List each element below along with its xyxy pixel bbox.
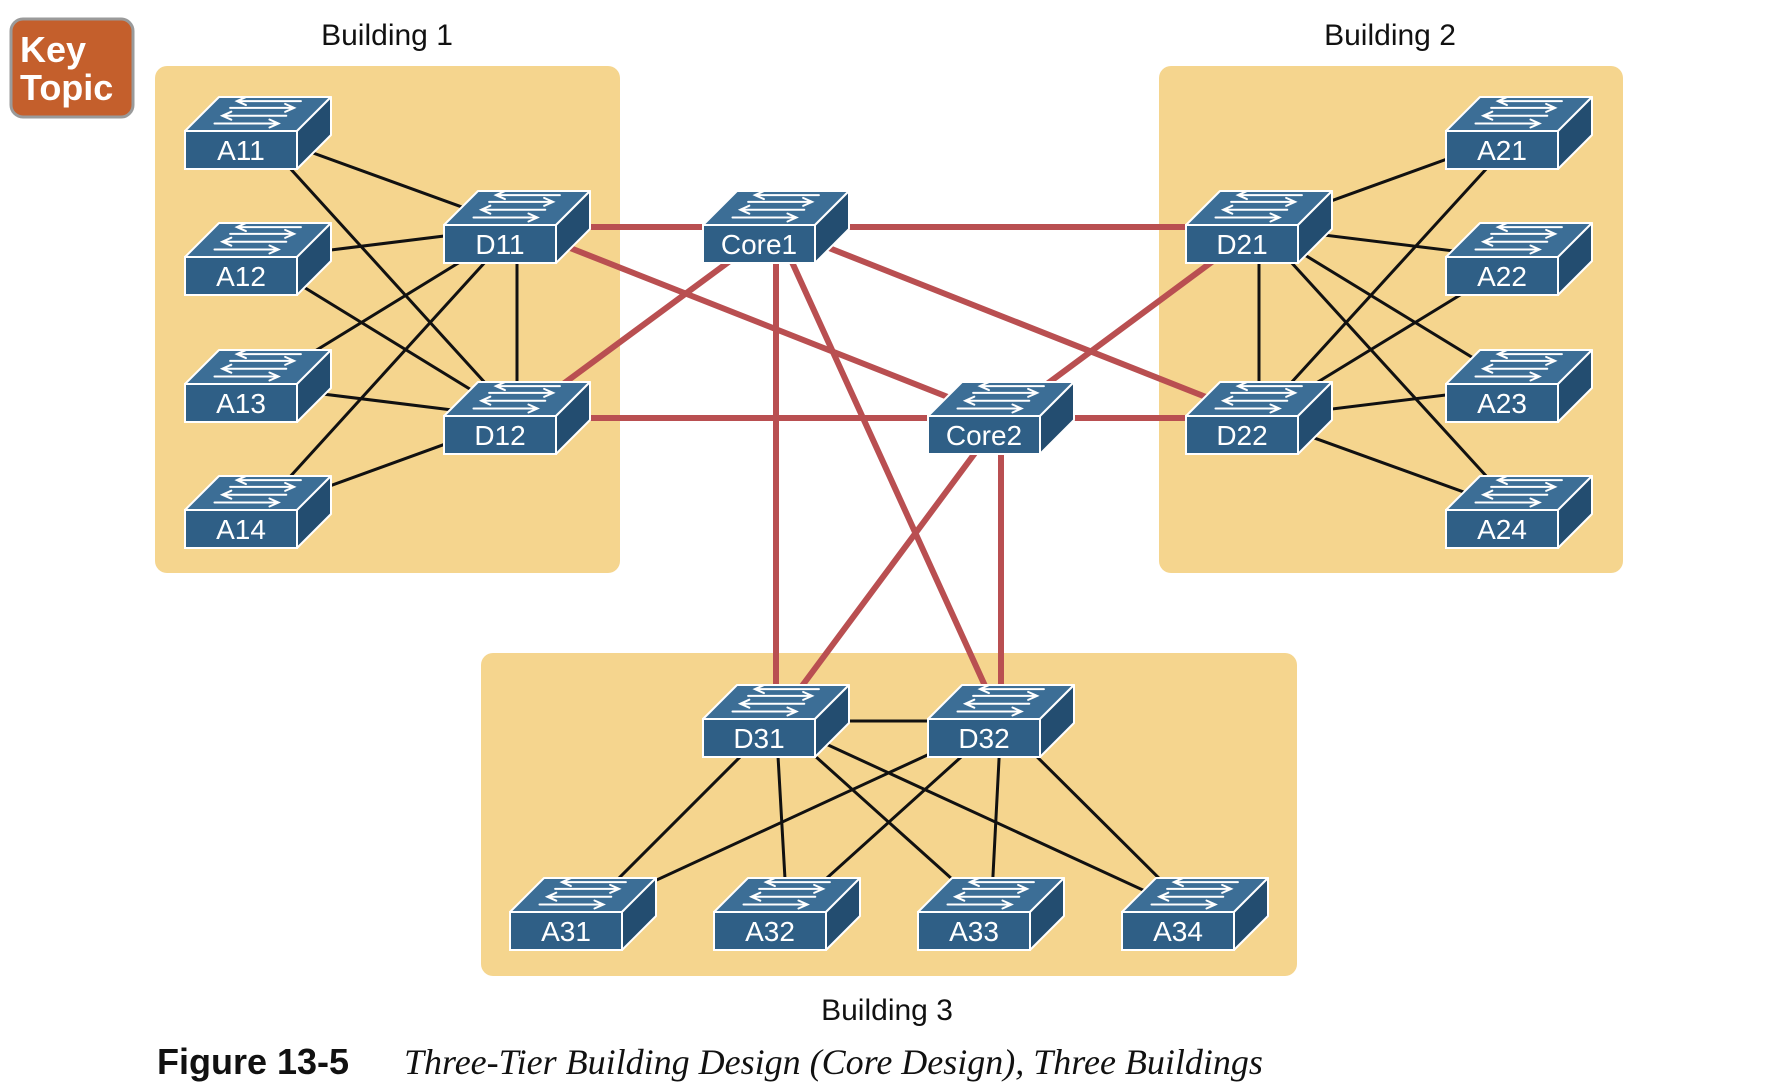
switch-icon <box>184 96 332 170</box>
switch-a11[interactable]: A11 <box>184 96 332 170</box>
core-link-core2-d11 <box>514 224 1004 421</box>
switch-label-a34: A34 <box>1153 916 1203 947</box>
switch-label-d21: D21 <box>1216 229 1267 260</box>
access-link-a14-d11 <box>256 225 519 514</box>
switch-d21[interactable]: D21 <box>1185 190 1333 264</box>
switch-a12[interactable]: A12 <box>184 222 332 296</box>
switch-icon <box>1445 96 1593 170</box>
figure-title: Three-Tier Building Design (Core Design)… <box>404 1042 1263 1082</box>
access-link-a34-d31 <box>774 719 1197 916</box>
building-2-title: Building 2 <box>1324 19 1456 52</box>
switch-label-a23: A23 <box>1477 388 1527 419</box>
figure-caption: Figure 13-5 Three-Tier Building Design (… <box>157 1041 1263 1082</box>
access-link-a24-d21 <box>1257 225 1521 514</box>
building-3-area <box>481 653 1297 976</box>
switch-a21[interactable]: A21 <box>1445 96 1593 170</box>
core-link-core2-d31 <box>773 415 1004 724</box>
switch-d11[interactable]: D11 <box>443 190 591 264</box>
switch-icon <box>713 877 861 951</box>
access-link-a21-d22 <box>1257 131 1521 420</box>
switch-icon <box>927 684 1075 758</box>
switch-core2[interactable]: Core2 <box>927 381 1075 455</box>
switch-a13[interactable]: A13 <box>184 349 332 423</box>
switch-a22[interactable]: A22 <box>1445 222 1593 296</box>
switch-icon <box>1445 475 1593 549</box>
switch-d31[interactable]: D31 <box>702 684 850 758</box>
switch-icon <box>443 190 591 264</box>
switch-label-a14: A14 <box>216 514 266 545</box>
building-1-title: Building 1 <box>321 19 453 52</box>
switch-a34[interactable]: A34 <box>1121 877 1269 951</box>
switch-icon <box>184 475 332 549</box>
switch-d22[interactable]: D22 <box>1185 381 1333 455</box>
switch-label-d31: D31 <box>733 723 784 754</box>
key-topic-line2: Topic <box>20 67 113 108</box>
key-topic-badge-background <box>9 17 135 119</box>
switch-a31[interactable]: A31 <box>509 877 657 951</box>
switch-a14[interactable]: A14 <box>184 475 332 549</box>
key-topic-line1: Key <box>20 29 86 70</box>
switch-label-a24: A24 <box>1477 514 1527 545</box>
switch-label-a21: A21 <box>1477 135 1527 166</box>
switch-icon <box>1121 877 1269 951</box>
switch-icon <box>927 381 1075 455</box>
switch-icon <box>1185 190 1333 264</box>
switch-label-a22: A22 <box>1477 261 1527 292</box>
switch-label-a11: A11 <box>217 135 265 166</box>
switch-icon <box>1445 222 1593 296</box>
switch-icon <box>184 349 332 423</box>
switch-a23[interactable]: A23 <box>1445 349 1593 423</box>
switch-d12[interactable]: D12 <box>443 381 591 455</box>
core-link-core1-d22 <box>773 224 1262 421</box>
switch-label-a31: A31 <box>541 916 591 947</box>
switch-label-core2: Core2 <box>946 420 1022 451</box>
switch-label-d12: D12 <box>474 420 525 451</box>
switch-label-a33: A33 <box>949 916 999 947</box>
figure-number: Figure 13-5 <box>157 1041 349 1082</box>
switch-label-a13: A13 <box>216 388 266 419</box>
core-link-core1-d32 <box>773 224 1004 724</box>
switch-a33[interactable]: A33 <box>917 877 1065 951</box>
switch-label-d11: D11 <box>475 229 524 260</box>
switch-label-d22: D22 <box>1216 420 1267 451</box>
switch-icon <box>443 381 591 455</box>
switch-label-d32: D32 <box>958 723 1009 754</box>
switch-icon <box>1445 349 1593 423</box>
building-areas <box>155 66 1623 976</box>
building-3-title: Building 3 <box>821 994 953 1027</box>
switch-icon <box>509 877 657 951</box>
switch-icon <box>917 877 1065 951</box>
access-link-a11-d12 <box>256 131 519 420</box>
switch-icon <box>702 190 850 264</box>
switch-label-core1: Core1 <box>721 229 797 260</box>
switch-core1[interactable]: Core1 <box>702 190 850 264</box>
switch-icon <box>184 222 332 296</box>
switch-label-a32: A32 <box>745 916 795 947</box>
key-topic-badge: Key Topic <box>9 17 135 119</box>
switch-icon <box>1185 381 1333 455</box>
switch-d32[interactable]: D32 <box>927 684 1075 758</box>
switch-a24[interactable]: A24 <box>1445 475 1593 549</box>
switch-label-a12: A12 <box>216 261 266 292</box>
switch-icon <box>702 684 850 758</box>
switch-a32[interactable]: A32 <box>713 877 861 951</box>
core-links <box>514 224 1262 724</box>
